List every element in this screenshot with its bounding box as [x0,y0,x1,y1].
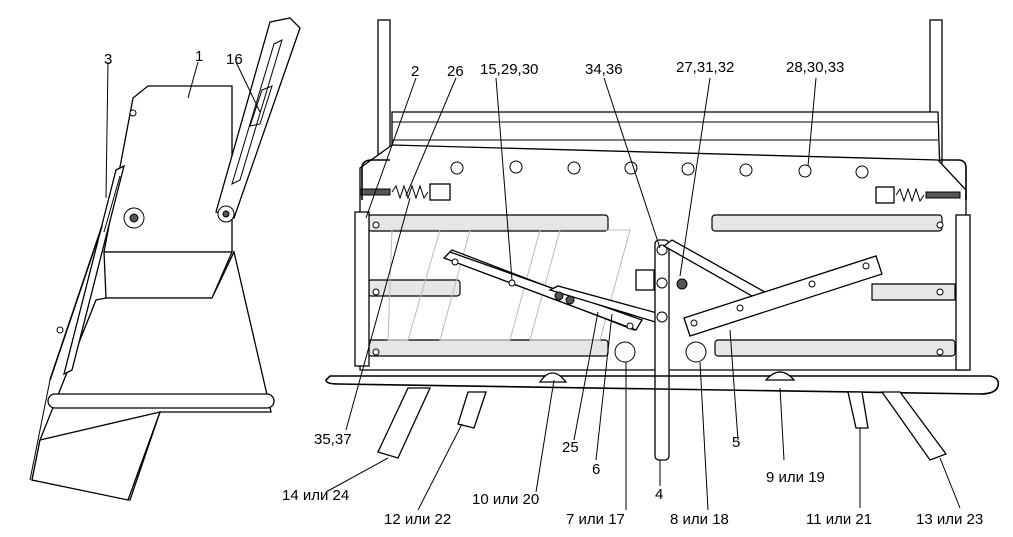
label-6: 6 [592,461,600,478]
label-1: 1 [195,48,203,65]
watermark [387,229,631,341]
front-view [105,19,1000,511]
link-4 [654,239,670,461]
label-28-30-33: 28,30,33 [786,59,844,76]
label-9-19: 9 или 19 [766,469,825,486]
label-3: 3 [104,51,112,68]
tube [47,393,275,409]
label-16: 16 [226,51,243,68]
label-11-21: 11 или 21 [806,511,872,528]
label-25: 25 [562,439,579,456]
hoses [377,387,948,461]
side-view [29,17,301,501]
label-34-36: 34,36 [585,61,623,78]
label-5: 5 [732,434,740,451]
label-35-37: 35,37 [314,431,352,448]
label-8-18: 8 или 18 [670,511,729,528]
label-10-20: 10 или 20 [472,491,539,508]
label-12-22: 12 или 22 [384,511,451,528]
label-15-29-30: 15,29,30 [480,61,538,78]
label-2: 2 [411,63,419,80]
post-bolts [372,221,944,356]
callout-labels: 1 16 3 2 26 15,29,30 34,36 27,31,32 28,3… [104,48,983,528]
leader-lines [105,61,961,511]
label-7-17: 7 или 17 [566,511,625,528]
label-4: 4 [655,486,663,503]
label-14-24: 14 или 24 [282,487,349,504]
label-13-23: 13 или 23 [916,511,983,528]
bolt-row [450,160,869,179]
bar-5 [683,255,883,337]
bar-part-3 [63,164,125,376]
label-27-31-32: 27,31,32 [676,59,734,76]
label-26: 26 [447,63,464,80]
